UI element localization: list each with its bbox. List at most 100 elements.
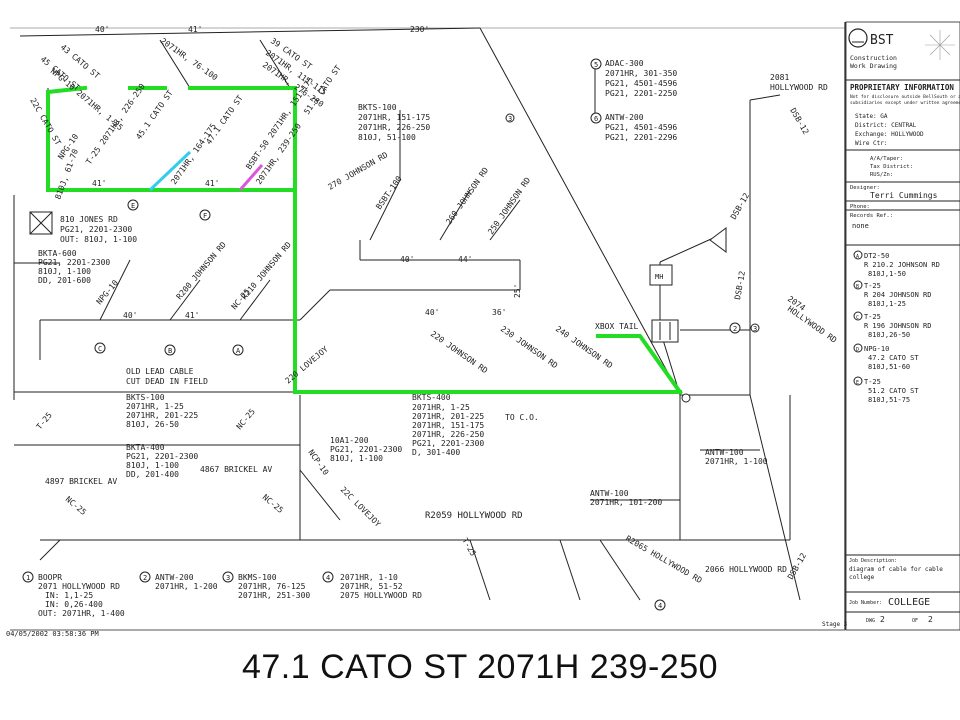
drawing-sheet: 40' 41' 230' 41' 41' 40' 44' 25' 40' 36'… — [6, 21, 960, 638]
svg-text:NC-25: NC-25 — [261, 493, 285, 515]
svg-text:230 JOHNSON RD: 230 JOHNSON RD — [499, 324, 560, 370]
svg-text:2071HR, 101-200: 2071HR, 101-200 — [590, 498, 662, 507]
street-label: TO C.O. — [505, 413, 539, 422]
dim-label: 44' — [458, 255, 472, 264]
svg-text:810J,51-60: 810J,51-60 — [868, 363, 910, 371]
svg-text:BKMS-100: BKMS-100 — [238, 573, 277, 582]
svg-text:810J, 1-100: 810J, 1-100 — [126, 461, 179, 470]
svg-text:Wire Ctr:: Wire Ctr: — [855, 140, 888, 147]
svg-text:DD, 201-400: DD, 201-400 — [126, 470, 179, 479]
svg-text:college: college — [849, 574, 875, 581]
svg-text:NC-25: NC-25 — [64, 495, 88, 517]
svg-text:PG21, 4501-4596: PG21, 4501-4596 — [605, 79, 677, 88]
svg-text:Exchange: HOLLYWOOD: Exchange: HOLLYWOOD — [855, 131, 924, 138]
dim-label: 41' — [92, 179, 106, 188]
svg-text:OF: OF — [912, 618, 918, 624]
dim-label: 40' — [425, 308, 439, 317]
magenta-segment — [238, 164, 264, 191]
svg-text:PG21, 2201-2300: PG21, 2201-2300 — [330, 445, 402, 454]
dim-label: 36' — [492, 308, 506, 317]
svg-text:T-25: T-25 — [35, 411, 54, 432]
svg-text:T-25: T-25 — [864, 378, 881, 386]
svg-text:2071HR, 1-200: 2071HR, 1-200 — [155, 582, 218, 591]
svg-text:PG21, 2201-2296: PG21, 2201-2296 — [605, 133, 677, 142]
route-xbox — [596, 334, 683, 395]
svg-text:2: 2 — [733, 325, 737, 333]
street-label: MH — [655, 273, 663, 281]
svg-text:4: 4 — [658, 602, 662, 610]
svg-text:DWG: DWG — [866, 618, 875, 624]
title-legend: A DT2-50 R 210.2 JOHNSON RD 810J,1-50 B … — [853, 250, 940, 404]
svg-text:ANTW-200: ANTW-200 — [155, 573, 194, 582]
svg-text:220 JOHNSON RD: 220 JOHNSON RD — [429, 329, 490, 375]
street-label: HOLLYWOOD RD — [786, 304, 839, 345]
svg-text:NC-25: NC-25 — [235, 407, 257, 431]
svg-text:2071HR, 1-100: 2071HR, 1-100 — [705, 457, 768, 466]
svg-text:PG21, 2201-2300: PG21, 2201-2300 — [60, 225, 132, 234]
svg-text:DSB-12: DSB-12 — [729, 191, 751, 221]
svg-text:T-25 2071HR, 226-250: T-25 2071HR, 226-250 — [84, 82, 147, 166]
svg-text:Job Number:: Job Number: — [849, 600, 882, 606]
svg-text:810J, 26-50: 810J, 26-50 — [126, 420, 179, 429]
svg-text:250 JOHNSON RD: 250 JOHNSON RD — [486, 176, 532, 237]
svg-text:State: GA: State: GA — [855, 113, 888, 120]
svg-text:2: 2 — [880, 615, 885, 624]
arrow-triangle — [709, 227, 727, 253]
svg-text:DSB-12: DSB-12 — [733, 270, 747, 300]
svg-text:810J, 1-100: 810J, 1-100 — [38, 267, 91, 276]
highlighted-route — [45, 85, 683, 395]
svg-text:51.2 CATO ST: 51.2 CATO ST — [868, 387, 919, 395]
svg-text:NPG-10: NPG-10 — [95, 278, 121, 306]
ioai-text: 10A1-200 PG21, 2201-2300 810J, 1-100 — [330, 436, 402, 463]
svg-text:BKTS-100: BKTS-100 — [358, 103, 397, 112]
svg-text:10A1-200: 10A1-200 — [330, 436, 369, 445]
node-3 — [505, 113, 515, 123]
svg-text:R 196 JOHNSON RD: R 196 JOHNSON RD — [864, 322, 931, 330]
dim-label: 41' — [188, 25, 202, 34]
designer-name: Terri Cummings — [870, 191, 938, 200]
cable-diagram: 40' 41' 230' 41' 41' 40' 44' 25' 40' 36'… — [6, 21, 960, 638]
route-left-loop — [46, 90, 297, 192]
svg-text:subsidiaries except under writ: subsidiaries except under written agreem… — [850, 100, 960, 106]
xbox-tail-box — [651, 319, 679, 343]
svg-text:District: CENTRAL: District: CENTRAL — [855, 122, 917, 129]
job-description: diagram of cable for cable — [849, 566, 943, 573]
logo-text: BST — [870, 33, 894, 48]
svg-text:2071HR, 226-250: 2071HR, 226-250 — [412, 430, 484, 439]
svg-text:D, 301-400: D, 301-400 — [412, 448, 460, 457]
timestamp: 04/05/2002 03:58:36 PM — [6, 630, 99, 638]
svg-text:2071HR, 151-175: 2071HR, 151-175 — [358, 113, 430, 122]
cyan-segment — [148, 150, 192, 192]
svg-text:Stage 3: Stage 3 — [822, 621, 848, 628]
svg-text:A/A/Taper:: A/A/Taper: — [870, 156, 903, 162]
dim-label: 40' — [95, 25, 109, 34]
svg-text:2: 2 — [143, 574, 147, 582]
dim-label: 41' — [185, 311, 199, 320]
antw100-text: ANTW-100 2071HR, 1-100 — [705, 448, 768, 466]
jones-box-text: 810 JONES RD PG21, 2201-2300 OUT: 810J, … — [60, 215, 137, 244]
svg-text:ANTW-100: ANTW-100 — [590, 489, 629, 498]
node-labels: 5 6 3 C B A E F 2 3 4 — [98, 61, 757, 610]
subtitle-text: Construction — [850, 54, 897, 62]
street-label: R2059 HOLLYWOOD RD — [425, 511, 523, 521]
svg-text:2071HR, 301-350: 2071HR, 301-350 — [605, 69, 677, 78]
svg-text:2071HR, 76-100: 2071HR, 76-100 — [159, 36, 220, 82]
svg-text:OUT: 810J, 1-100: OUT: 810J, 1-100 — [60, 235, 137, 244]
title-block: BST Construction Work Drawing PROPRIETAR… — [822, 21, 960, 631]
svg-text:810J, 1-100: 810J, 1-100 — [330, 454, 383, 463]
caption: 47.1 CATO ST 2071H 239-250 — [241, 648, 719, 686]
svg-text:E: E — [856, 380, 859, 386]
svg-text:2071HR, 151-175: 2071HR, 151-175 — [412, 421, 484, 430]
svg-text:2071HR, 201-225: 2071HR, 201-225 — [126, 411, 198, 420]
svg-text:C: C — [856, 315, 859, 321]
svg-text:PROPRIETARY INFORMATION: PROPRIETARY INFORMATION — [850, 83, 954, 92]
svg-text:E: E — [131, 202, 135, 210]
svg-text:BKTS-400: BKTS-400 — [412, 393, 451, 402]
street-label: 2081 — [770, 73, 789, 82]
street-label: 4867 BRICKEL AV — [200, 465, 272, 474]
street-label: HOLLYWOOD RD — [770, 83, 828, 92]
svg-text:810J,1-50: 810J,1-50 — [868, 270, 906, 278]
diagonal-trunk-cable — [479, 27, 681, 396]
sun-graphic — [925, 30, 955, 60]
svg-text:NCP-10: NCP-10 — [306, 448, 330, 477]
